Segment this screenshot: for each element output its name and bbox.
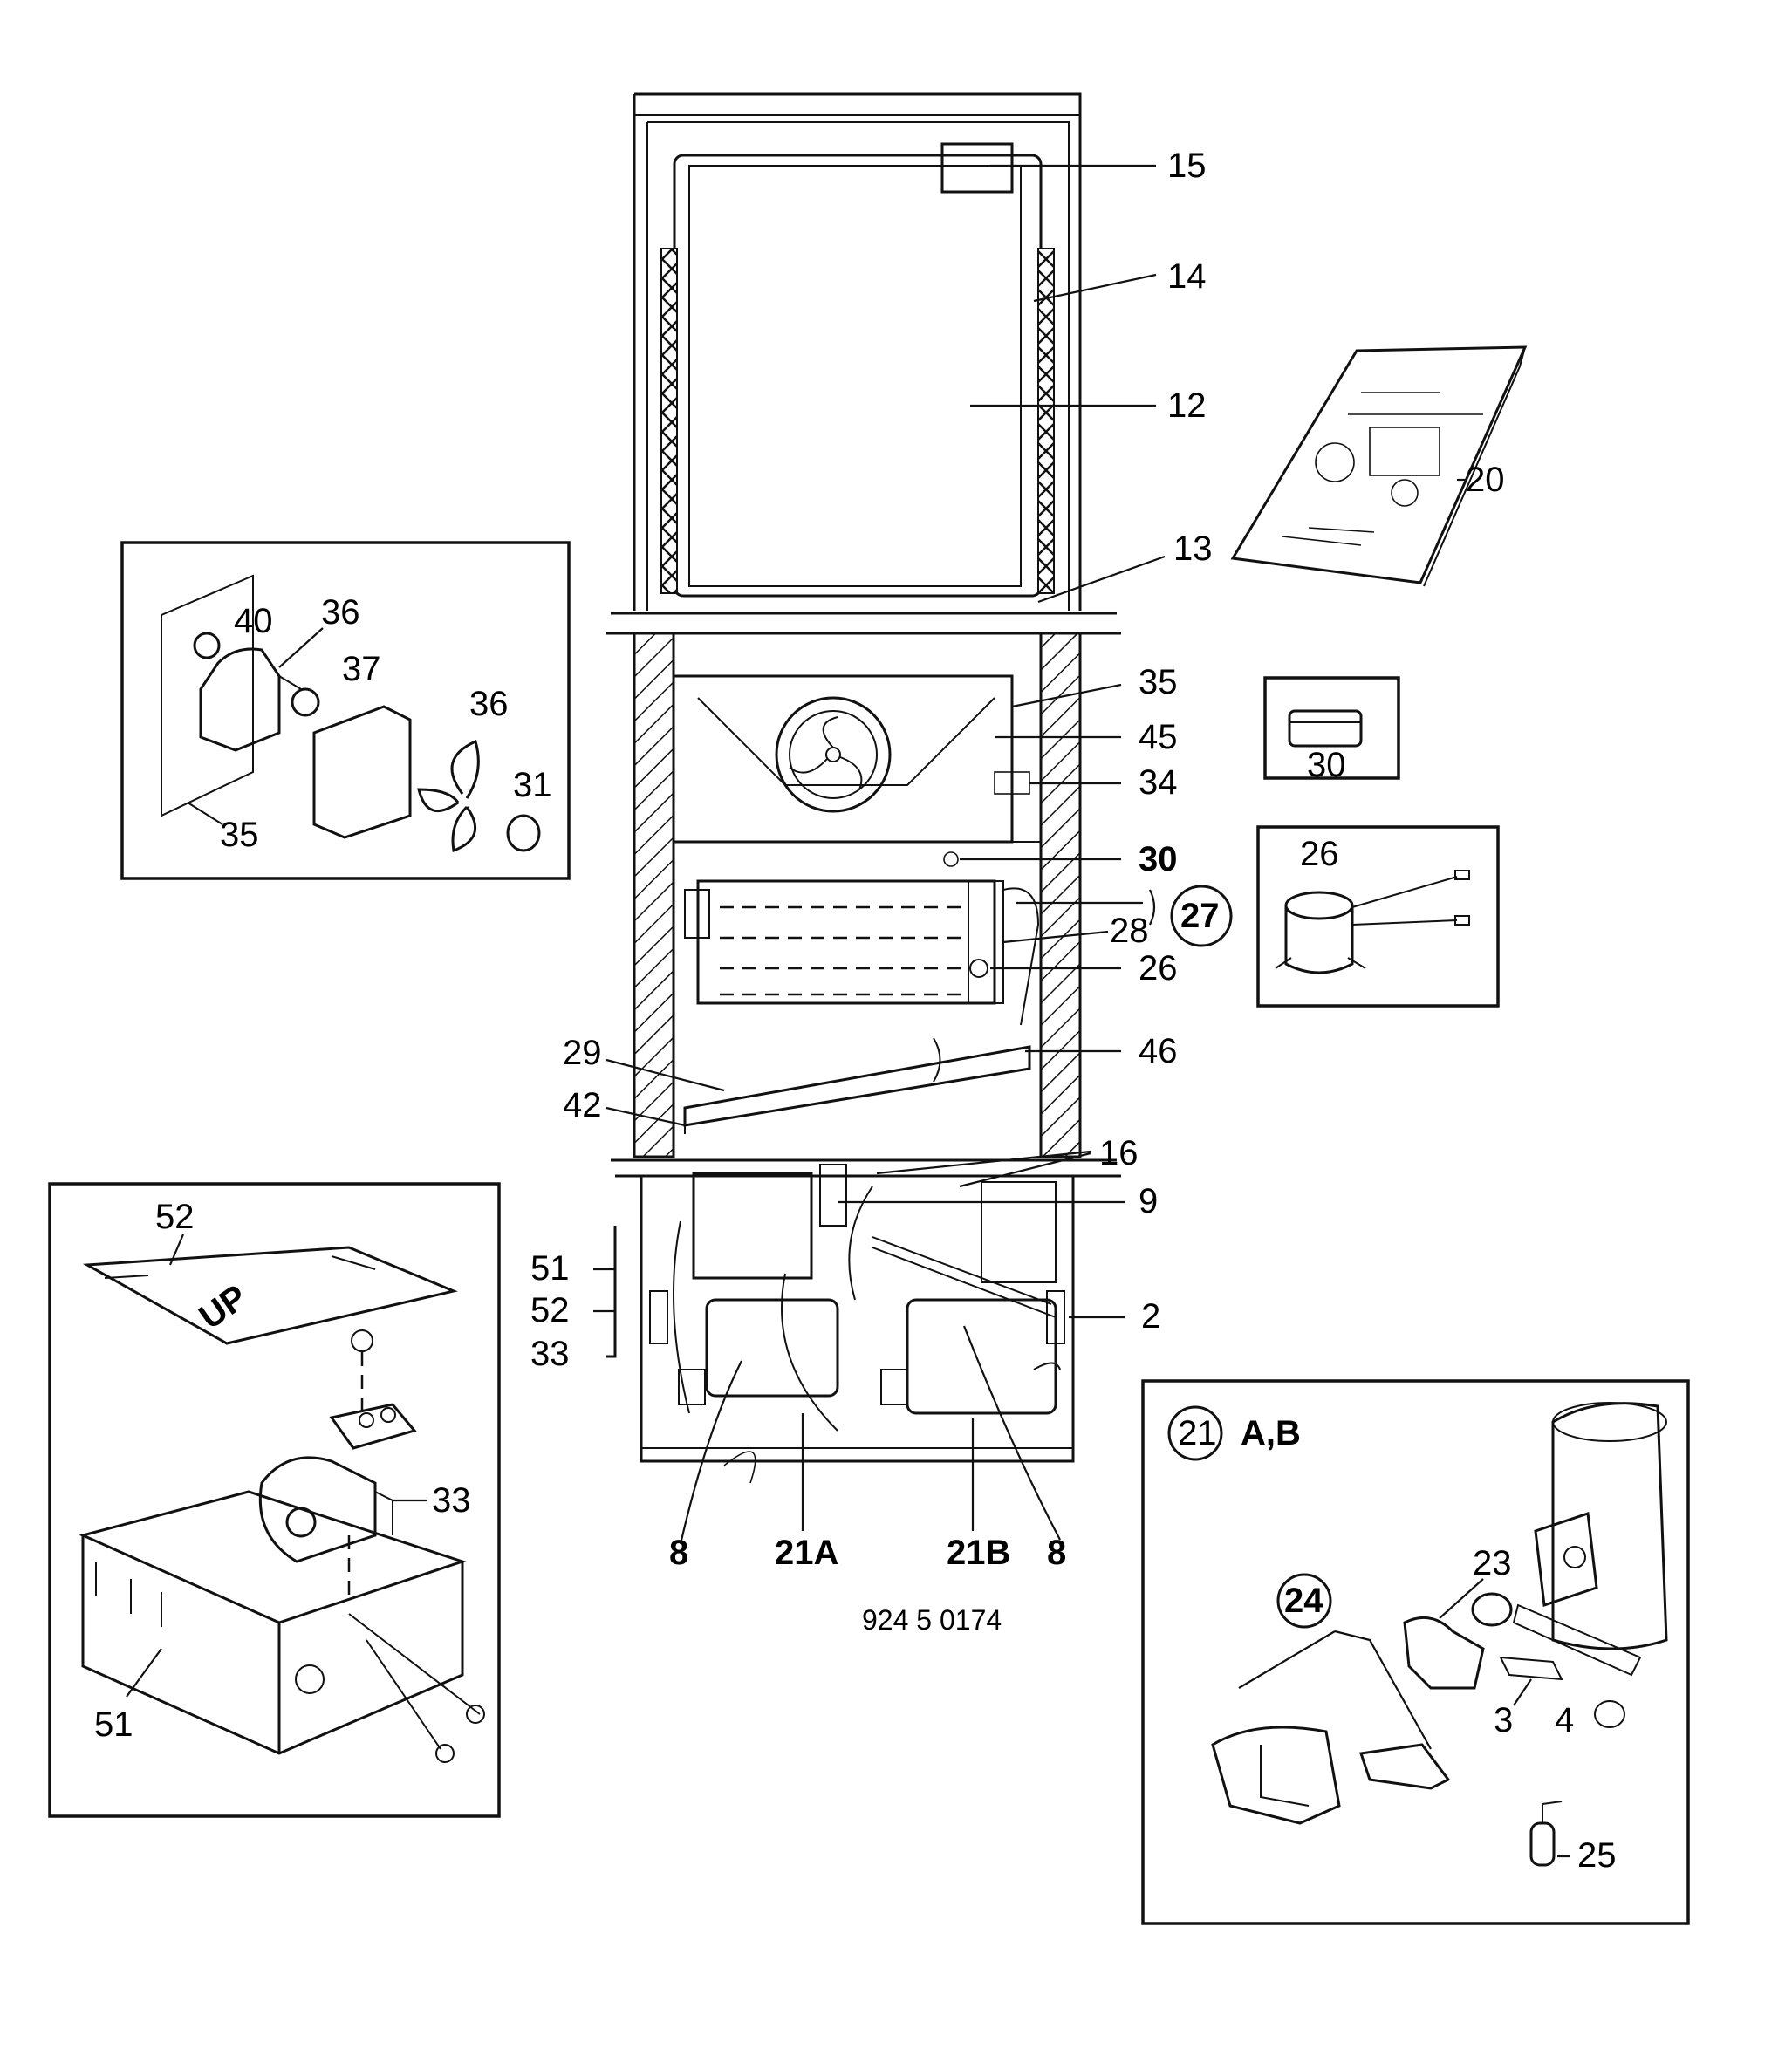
drawing-code: 924 5 0174 xyxy=(862,1604,1002,1636)
button-label-30: 30 xyxy=(1307,746,1346,784)
comp-label-21: 21 xyxy=(1178,1414,1217,1452)
fan-label-36-top: 36 xyxy=(321,593,360,632)
box-label-33: 33 xyxy=(432,1481,471,1520)
fan-motor-inset: 40 36 37 36 31 35 xyxy=(120,541,571,880)
compressor-inset: 21 A,B 3 4 23 24 25 xyxy=(1141,1379,1690,1925)
fan-label-36-right: 36 xyxy=(469,685,509,723)
label-27: 27 xyxy=(1180,897,1220,935)
label-35: 35 xyxy=(1139,663,1178,701)
main-labels: 15 14 12 13 35 45 34 30 27 28 26 29 46 4… xyxy=(530,147,1233,1636)
label-2: 2 xyxy=(1141,1297,1160,1336)
label-51: 51 xyxy=(530,1249,570,1288)
label-13: 13 xyxy=(1173,530,1213,568)
fan-label-40: 40 xyxy=(234,602,273,640)
label-30: 30 xyxy=(1139,840,1178,878)
label-21a: 21A xyxy=(775,1534,838,1572)
comp-label-24: 24 xyxy=(1284,1582,1323,1620)
label-29: 29 xyxy=(563,1034,602,1072)
button-inset: 30 xyxy=(1263,676,1400,784)
fan-label-37: 37 xyxy=(342,650,381,688)
comp-label-3: 3 xyxy=(1494,1701,1513,1739)
comp-label-ab: A,B xyxy=(1241,1414,1301,1452)
timer-inset: 26 xyxy=(1256,825,1500,1008)
label-8-left: 8 xyxy=(669,1534,688,1572)
box-label-51: 51 xyxy=(94,1705,133,1744)
label-16: 16 xyxy=(1099,1134,1139,1172)
label-15: 15 xyxy=(1167,147,1207,185)
fan-label-31: 31 xyxy=(513,766,552,804)
manual-booklet: 20 xyxy=(1230,345,1528,587)
label-52: 52 xyxy=(530,1291,570,1329)
label-21b: 21B xyxy=(947,1534,1010,1572)
comp-label-4: 4 xyxy=(1555,1701,1574,1739)
label-46: 46 xyxy=(1139,1032,1178,1070)
label-14: 14 xyxy=(1167,257,1207,296)
comp-label-23: 23 xyxy=(1473,1544,1512,1582)
label-33: 33 xyxy=(530,1335,570,1373)
label-20: 20 xyxy=(1466,461,1505,499)
label-34: 34 xyxy=(1139,763,1178,802)
label-42: 42 xyxy=(563,1086,602,1124)
label-26: 26 xyxy=(1139,949,1178,987)
label-8-right: 8 xyxy=(1047,1534,1066,1572)
label-28: 28 xyxy=(1110,912,1149,950)
control-box-inset: UP 52 33 51 xyxy=(48,1182,501,1818)
fan-label-35: 35 xyxy=(220,816,259,854)
timer-label-26: 26 xyxy=(1300,835,1339,873)
comp-label-25: 25 xyxy=(1577,1836,1617,1875)
cabinet xyxy=(606,92,1121,1484)
label-12: 12 xyxy=(1167,386,1207,425)
label-9: 9 xyxy=(1139,1182,1158,1220)
box-label-52: 52 xyxy=(155,1198,195,1236)
label-45: 45 xyxy=(1139,718,1178,756)
